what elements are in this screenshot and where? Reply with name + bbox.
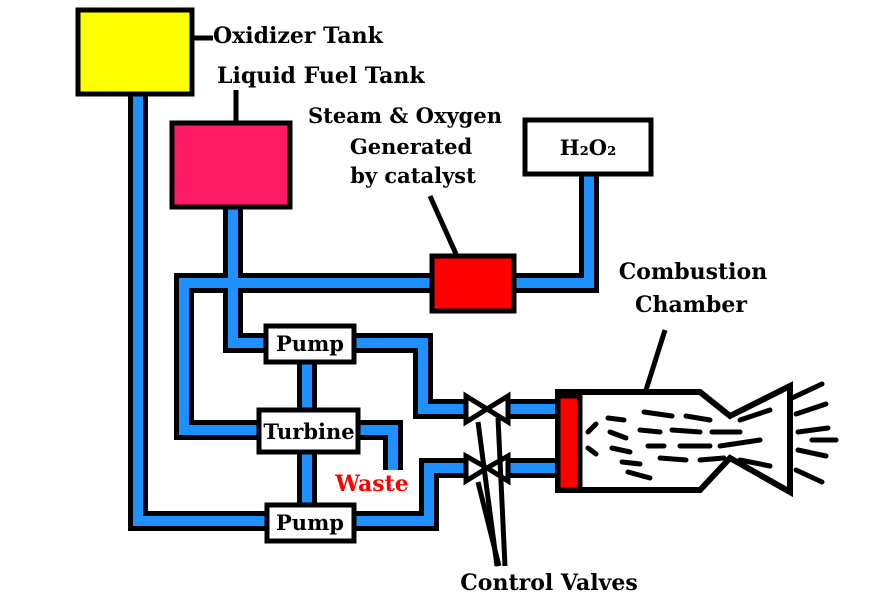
h2o2-tank — [522, 117, 654, 177]
pump-top-label: Pump — [276, 331, 344, 356]
turbine-label: Turbine — [263, 419, 354, 444]
injector-plate — [555, 393, 583, 493]
catalyst-leader-line — [427, 194, 459, 256]
combustion-chamber — [555, 381, 793, 498]
steam-oxygen-label-line1: Steam & Oxygen — [308, 103, 502, 128]
turbine-box — [256, 407, 361, 455]
exhaust-plume-marks — [789, 381, 839, 485]
oxidizer-tank-label: Oxidizer Tank — [213, 23, 384, 49]
combustion-flame-marks — [585, 407, 773, 481]
steam-oxygen-label-line2: Generated — [350, 134, 473, 159]
combustion-chamber-label-line1: Combustion — [619, 259, 767, 285]
liquid-fuel-tank — [169, 120, 293, 210]
combustion-leader-line — [643, 329, 668, 391]
pump-top-box — [263, 323, 357, 365]
waste-label: Waste — [334, 471, 409, 497]
pump-bottom-label: Pump — [276, 510, 344, 535]
oxidizer-tank — [75, 7, 195, 97]
control-valve-upper — [463, 391, 511, 427]
combustion-chamber-label-line2: Chamber — [635, 292, 747, 318]
catalyst-chamber — [429, 253, 517, 314]
h2o2-label: H₂O₂ — [560, 135, 617, 160]
control-valves-label: Control Valves — [460, 570, 637, 596]
control-valves-leader-lines — [475, 417, 508, 567]
liquid-fuel-tank-label: Liquid Fuel Tank — [217, 63, 425, 89]
pipe-fill — [133, 92, 594, 526]
steam-oxygen-label-line3: by catalyst — [350, 163, 476, 188]
pump-bottom-box — [264, 502, 357, 544]
